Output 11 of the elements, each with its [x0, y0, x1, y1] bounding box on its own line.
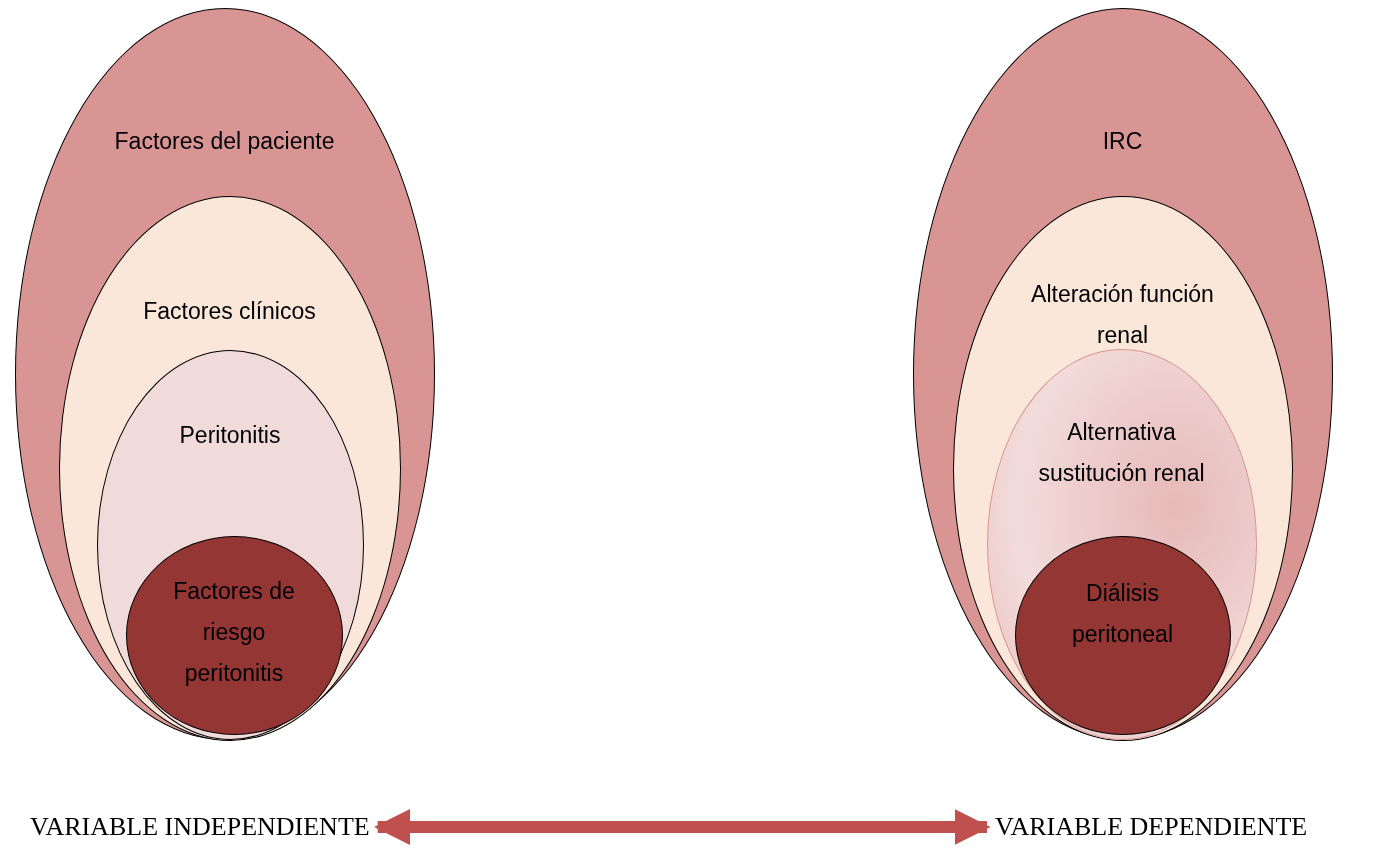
- region-label: IRC: [1101, 127, 1144, 156]
- region-label: Peritonitis: [178, 421, 282, 450]
- region-label: Diálisis peritoneal: [1071, 579, 1174, 649]
- region-label: Factores de riesgo peritonitis: [172, 577, 296, 688]
- region-label: Alternativa sustitución renal: [1037, 418, 1206, 488]
- variable-label: VARIABLE DEPENDIENTE: [995, 812, 1308, 842]
- region-label: Factores del paciente: [113, 127, 336, 156]
- double-arrow: [374, 809, 991, 845]
- region-label: Factores clínicos: [142, 297, 317, 326]
- region-label: Alteración función renal: [1030, 280, 1215, 350]
- variable-label: VARIABLE INDEPENDIENTE: [30, 812, 370, 842]
